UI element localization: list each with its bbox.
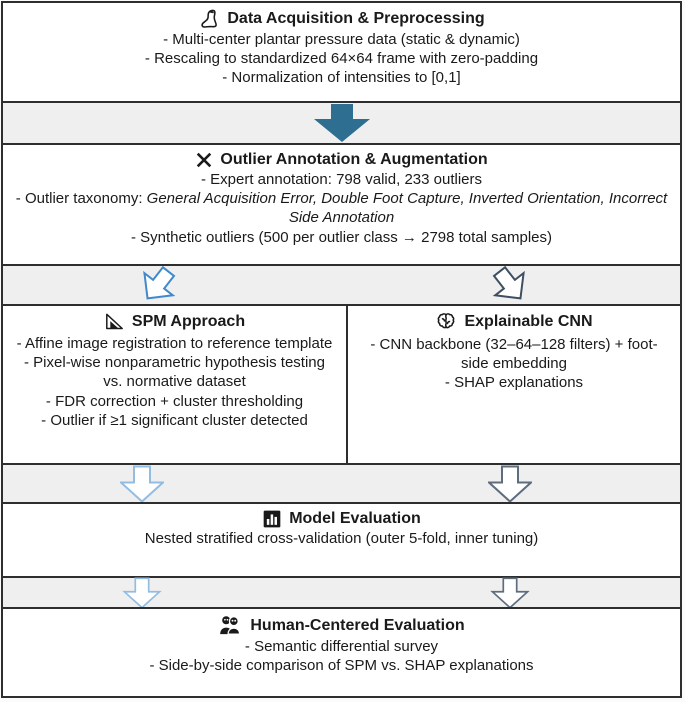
connector-band-1 <box>1 101 682 145</box>
box-human-centered-evaluation: Human-Centered Evaluation - Semantic dif… <box>1 607 682 698</box>
spm-item: - FDR correction + cluster thresholding <box>45 392 304 410</box>
box-outlier-annotation-title: Outlier Annotation & Augmentation <box>220 151 488 168</box>
x-icon <box>195 151 213 169</box>
outlier-item-annotation: - Expert annotation: 798 valid, 233 outl… <box>200 171 482 188</box>
human-item: - Side-by-side comparison of SPM vs. SHA… <box>149 657 534 675</box>
box-explainable-cnn: Explainable CNN - CNN backbone (32–64–12… <box>346 304 682 465</box>
box-data-acquisition-header: Data Acquisition & Preprocessing <box>3 3 680 30</box>
connector-band-2 <box>1 264 682 306</box>
cnn-item: - SHAP explanations <box>444 374 584 392</box>
cnn-item: - CNN backbone (32–64–128 filters) + foo… <box>370 336 658 373</box>
taxonomy-prefix: - Outlier taxonomy: <box>15 190 147 208</box>
spm-item: - Pixel-wise nonparametric hypothesis te… <box>24 354 325 391</box>
down-left-arrow-icon <box>135 262 181 308</box>
box-data-acquisition-title: Data Acquisition & Preprocessing <box>227 10 485 27</box>
acquisition-item: - Normalization of intensities to [0,1] <box>222 69 461 87</box>
box-human-centered-evaluation-header: Human-Centered Evaluation <box>3 609 680 637</box>
foot-icon <box>198 8 220 30</box>
box-spm-approach-header: SPM Approach <box>3 306 346 332</box>
down-arrow-filled-icon <box>313 104 370 142</box>
connector-band-4 <box>1 576 682 609</box>
outlier-item-synthetic: - Synthetic outliers (500 per outlier cl… <box>130 228 553 246</box>
human-item: - Semantic differential survey <box>244 638 439 655</box>
box-explainable-cnn-title: Explainable CNN <box>464 313 593 330</box>
down-right-arrow-icon <box>487 262 533 308</box>
connector-band-3 <box>1 463 682 504</box>
down-arrow-icon <box>488 465 533 502</box>
down-arrow-icon <box>490 577 530 608</box>
evaluation-item: Nested stratified cross-validation (oute… <box>144 530 539 547</box>
box-explainable-cnn-header: Explainable CNN <box>348 306 680 333</box>
box-model-evaluation-header: Model Evaluation <box>3 504 680 529</box>
acquisition-item: - Rescaling to standardized 64×64 frame … <box>144 50 539 68</box>
down-arrow-icon <box>119 465 164 502</box>
box-spm-approach: SPM Approach - Affine image registration… <box>1 304 348 465</box>
spm-item: - Affine image registration to reference… <box>16 335 333 352</box>
outlier-item-taxonomy: - Outlier taxonomy: General Acquisition … <box>3 189 680 227</box>
box-data-acquisition: Data Acquisition & Preprocessing - Multi… <box>1 1 682 103</box>
down-arrow-icon <box>122 577 162 608</box>
box-model-evaluation-title: Model Evaluation <box>289 510 421 527</box>
box-human-centered-evaluation-title: Human-Centered Evaluation <box>250 616 465 634</box>
spm-item: - Outlier if ≥1 significant cluster dete… <box>41 411 308 429</box>
set-square-icon <box>104 311 125 332</box>
taxonomy-classes: General Acquisition Error, Double Foot C… <box>146 190 668 227</box>
acquisition-item: - Multi-center plantar pressure data (st… <box>163 31 520 48</box>
people-icon <box>218 614 243 637</box>
parallel-methods-row: SPM Approach - Affine image registration… <box>1 304 682 465</box>
brain-icon <box>435 311 457 333</box>
bar-chart-icon <box>262 509 282 529</box>
box-outlier-annotation-header: Outlier Annotation & Augmentation <box>3 145 680 170</box>
box-outlier-annotation: Outlier Annotation & Augmentation - Expe… <box>1 143 682 266</box>
box-model-evaluation: Model Evaluation Nested stratified cross… <box>1 502 682 578</box>
box-spm-approach-title: SPM Approach <box>131 312 246 330</box>
